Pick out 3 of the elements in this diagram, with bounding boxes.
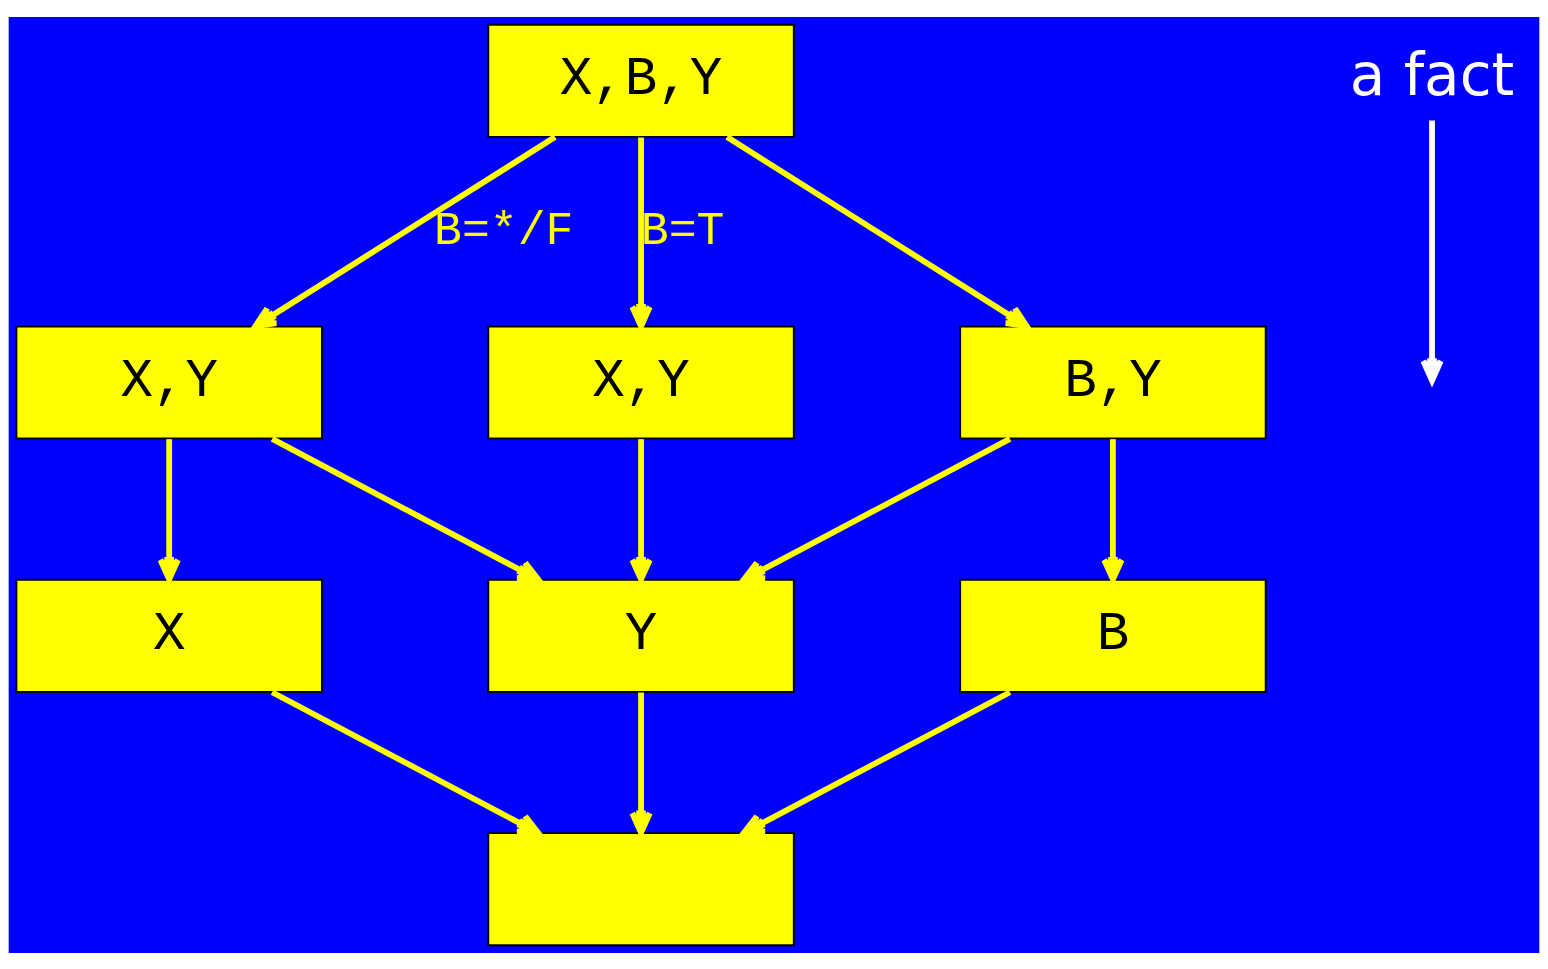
- edge-label: B=T: [640, 204, 725, 258]
- edge-label: B=*/F: [434, 204, 574, 258]
- node-text: a fact: [1349, 40, 1515, 109]
